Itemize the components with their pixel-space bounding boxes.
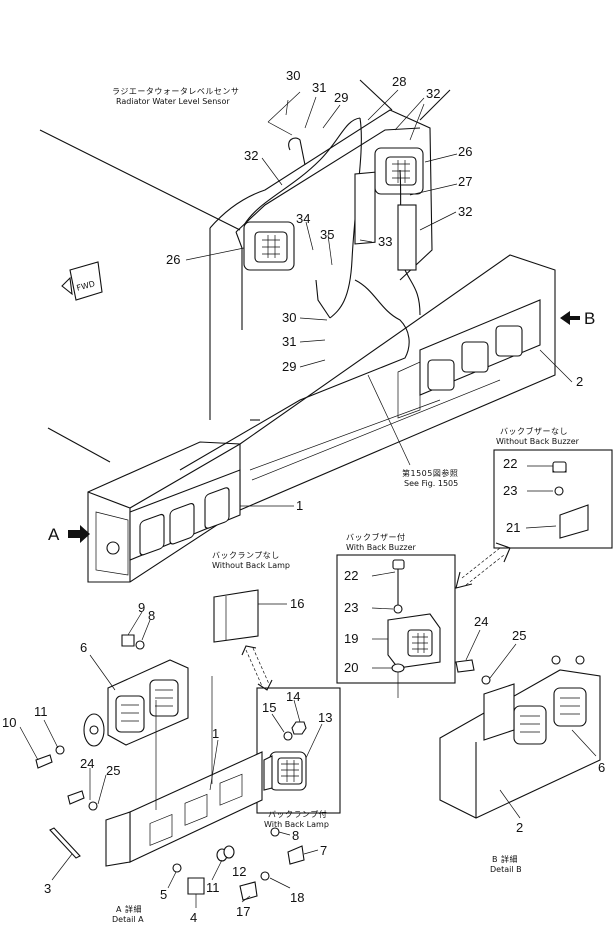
callout-23: 23 bbox=[344, 600, 358, 615]
panel-with-back-buzzer bbox=[336, 554, 456, 698]
callout-9: 9 bbox=[138, 600, 145, 615]
caption-radiator-jp: ラジエータウォータレベルセンサ bbox=[112, 87, 239, 96]
callout-26: 26 bbox=[166, 252, 180, 267]
detail-a bbox=[19, 611, 319, 908]
callout-34: 34 bbox=[296, 211, 310, 226]
callout-14: 14 bbox=[286, 689, 300, 704]
caption-no-lamp-jp: バックランプなし bbox=[212, 551, 280, 560]
callout-17: 17 bbox=[236, 904, 250, 919]
callout-16: 16 bbox=[290, 596, 304, 611]
callout-32: 32 bbox=[458, 204, 472, 219]
detail-b bbox=[439, 629, 601, 819]
callout-31: 31 bbox=[282, 334, 296, 349]
callout-24: 24 bbox=[80, 756, 94, 771]
work-lamp-left bbox=[243, 221, 295, 271]
wiring-harness bbox=[179, 117, 421, 471]
callout-25: 25 bbox=[512, 628, 526, 643]
caption-no-buzzer-en: Without Back Buzzer bbox=[496, 437, 580, 446]
callout-1: 1 bbox=[212, 726, 219, 741]
callout-8: 8 bbox=[292, 828, 299, 843]
caption-detail-a-en: Detail A bbox=[112, 915, 144, 924]
caption-with-lamp-en: With Back Lamp bbox=[264, 820, 329, 829]
callout-15: 15 bbox=[262, 700, 276, 715]
callout-26: 26 bbox=[458, 144, 472, 159]
machine-body bbox=[39, 79, 451, 463]
callout-29: 29 bbox=[282, 359, 296, 374]
callout-6: 6 bbox=[598, 760, 605, 775]
callout-35: 35 bbox=[320, 227, 334, 242]
callout-6: 6 bbox=[80, 640, 87, 655]
callout-32: 32 bbox=[426, 86, 440, 101]
callout-24: 24 bbox=[474, 614, 488, 629]
callout-22: 22 bbox=[344, 568, 358, 583]
fwd-label: FWD bbox=[76, 279, 96, 293]
callout-23: 23 bbox=[503, 483, 517, 498]
leaders-main bbox=[185, 89, 573, 507]
callout-22: 22 bbox=[503, 456, 517, 471]
callout-30: 30 bbox=[286, 68, 300, 83]
caption-no-lamp-en: Without Back Lamp bbox=[212, 561, 290, 570]
caption-see-fig-en: See Fig. 1505 bbox=[404, 479, 458, 488]
callout-10: 10 bbox=[2, 715, 16, 730]
callout-11: 11 bbox=[34, 704, 48, 719]
callout-20: 20 bbox=[344, 660, 358, 675]
caption-detail-b-jp: B 詳細 bbox=[492, 854, 518, 864]
caption-with-lamp-jp: バックランプ付 bbox=[268, 809, 327, 819]
callout-1: 1 bbox=[296, 498, 303, 513]
callout-18: 18 bbox=[290, 890, 304, 905]
lamp-assembly-right bbox=[397, 299, 541, 419]
alternate-arrow-buzzer bbox=[455, 542, 511, 589]
callout-33: 33 bbox=[378, 234, 392, 249]
caption-see-fig-jp: 第1505図参照 bbox=[402, 468, 458, 478]
fwd-arrow-icon bbox=[61, 261, 103, 301]
callout-5: 5 bbox=[160, 887, 167, 902]
callout-32: 32 bbox=[244, 148, 258, 163]
view-arrow-b-icon bbox=[560, 311, 580, 325]
callout-8: 8 bbox=[148, 608, 155, 623]
callout-13: 13 bbox=[318, 710, 332, 725]
caption-with-buzzer-jp: バックブザー付 bbox=[346, 532, 406, 542]
callout-7: 7 bbox=[320, 843, 327, 858]
callout-28: 28 bbox=[392, 74, 406, 89]
callout-29: 29 bbox=[334, 90, 348, 105]
view-arrow-a-icon bbox=[68, 525, 90, 543]
caption-detail-a-jp: A 詳細 bbox=[116, 904, 142, 914]
callout-21: 21 bbox=[506, 520, 520, 535]
callout-31: 31 bbox=[312, 80, 326, 95]
panel-without-back-lamp bbox=[213, 589, 287, 643]
callout-27: 27 bbox=[458, 174, 472, 189]
panel-with-back-lamp bbox=[256, 687, 341, 814]
caption-with-buzzer-en: With Back Buzzer bbox=[346, 543, 417, 552]
callout-3: 3 bbox=[44, 881, 51, 896]
callout-4: 4 bbox=[190, 910, 197, 925]
caption-radiator-en: Radiator Water Level Sensor bbox=[116, 97, 230, 106]
callout-2: 2 bbox=[576, 374, 583, 389]
callout-2: 2 bbox=[516, 820, 523, 835]
panel-without-back-buzzer bbox=[493, 449, 613, 549]
callout-25: 25 bbox=[106, 763, 120, 778]
view-label-a: A bbox=[48, 525, 60, 544]
view-label-b: B bbox=[584, 309, 595, 328]
callout-30: 30 bbox=[282, 310, 296, 325]
caption-detail-b-en: Detail B bbox=[490, 865, 522, 874]
callout-11: 11 bbox=[206, 880, 220, 895]
callout-numbers: 30 31 29 28 32 32 26 27 32 34 35 33 26 3… bbox=[2, 68, 605, 925]
callout-19: 19 bbox=[344, 631, 358, 646]
callout-12: 12 bbox=[232, 864, 246, 879]
work-lamp-right bbox=[374, 147, 424, 195]
lamp-assembly-left bbox=[95, 469, 241, 576]
caption-no-buzzer-jp: バックブザーなし bbox=[500, 426, 568, 436]
alternate-arrow-lamp bbox=[241, 645, 273, 691]
